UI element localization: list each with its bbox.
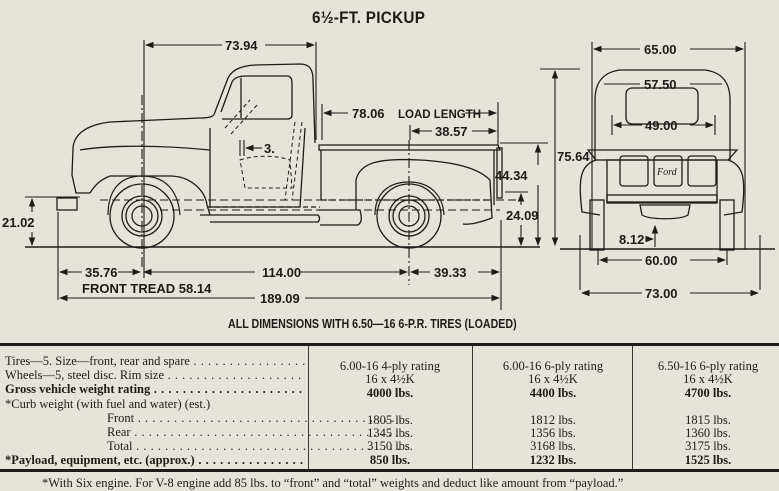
spec-column-1: 6.00-16 4-ply rating 16 x 4½K 4000 lbs. … <box>310 359 470 467</box>
column-divider <box>632 346 633 469</box>
cell-rear: 1345 lbs. <box>367 426 413 441</box>
dim-bed-inner-width: 49.00 <box>645 118 678 133</box>
cell-rear: 1356 lbs. <box>530 426 576 441</box>
table-top-rule <box>0 343 779 346</box>
cell-gvw: 4700 lbs. <box>684 385 732 400</box>
cell-rear: 1360 lbs. <box>685 426 731 441</box>
column-divider <box>308 346 309 469</box>
load-length-label: LOAD LENGTH <box>398 109 481 121</box>
spec-column-3: 6.50-16 6-ply rating 16 x 4½K 4700 lbs. … <box>633 359 779 467</box>
dim-cab-width: 57.50 <box>644 77 677 92</box>
cell-total: 3175 lbs. <box>685 439 731 454</box>
row-label-front: Front <box>5 411 407 425</box>
cell-total: 3150 lbs. <box>367 439 413 454</box>
dim-tailgate-height: 24.09 <box>506 208 539 223</box>
dim-front-tread: FRONT TREAD 58.14 <box>82 281 212 296</box>
cell-rim: 16 x 4½K <box>365 372 415 387</box>
cell-tires: 6.50-16 6-ply rating <box>657 359 759 373</box>
cell-front: 1812 lbs. <box>530 412 576 427</box>
dim-rear-tread: 60.00 <box>645 253 678 268</box>
row-label-tires: Tires—5. Size—front, rear and spare <box>5 354 305 368</box>
dim-overall-rear-width: 73.00 <box>645 286 678 301</box>
cell-front: 1815 lbs. <box>685 412 731 427</box>
row-label-curb-weight: *Curb weight (with fuel and water) (est.… <box>5 396 211 411</box>
cell-total: 3168 lbs. <box>530 439 576 454</box>
dim-wheelbase: 114.00 <box>262 265 301 280</box>
cell-payload: 1232 lbs. <box>529 452 577 467</box>
dim-rear-wheel-to-tailgate: 38.57 <box>435 124 468 139</box>
row-label-wheels: Wheels—5, steel disc. Rim size <box>5 368 305 382</box>
table-bottom-rule <box>0 469 779 472</box>
row-label-rear: Rear <box>5 425 407 439</box>
page-title: 6½-FT. PICKUP <box>312 8 426 27</box>
cell-gvw: 4000 lbs. <box>366 385 414 400</box>
row-label-payload: *Payload, equipment, etc. (approx.) <box>5 453 305 467</box>
dim-front-bumper-height: 21.02 <box>2 215 35 230</box>
rear-view-truck <box>579 69 745 251</box>
dim-overall-width: 65.00 <box>644 42 677 57</box>
side-view-truck <box>25 63 540 249</box>
dim-bed-height: 44.34 <box>495 168 528 183</box>
cell-payload: 850 lbs. <box>369 452 411 467</box>
cell-payload: 1525 lbs. <box>684 452 732 467</box>
dim-ground-clearance: 8.12 <box>619 232 644 247</box>
cell-rim: 16 x 4½K <box>528 372 578 387</box>
dim-overall-length: 189.09 <box>260 291 300 306</box>
cell-front: 1805 lbs. <box>367 412 413 427</box>
truck-dimension-drawing: 73.94 78.06 LOAD LENGTH 38.57 3. 21.02 2… <box>2 38 775 310</box>
column-divider <box>472 346 473 469</box>
row-label-gvw: Gross vehicle weight rating <box>5 382 305 396</box>
dim-rear-overhang: 39.33 <box>434 265 467 280</box>
cell-rim: 16 x 4½K <box>683 372 733 387</box>
footnote: *With Six engine. For V-8 engine add 85 … <box>42 476 624 490</box>
spec-column-2: 6.00-16 6-ply rating 16 x 4½K 4400 lbs. … <box>473 359 633 467</box>
dim-seat-adjust: 3. <box>264 141 275 156</box>
spec-row-labels: Tires—5. Size—front, rear and spare Whee… <box>5 354 407 468</box>
ford-badge: Ford <box>656 167 678 178</box>
dimensions-caption: ALL DIMENSIONS WITH 6.50—16 6-P.R. TIRES… <box>228 316 517 331</box>
dim-front-overhang: 35.76 <box>85 265 118 280</box>
dim-overall-height: 75.64 <box>557 149 590 164</box>
cell-tires: 6.00-16 4-ply rating <box>339 359 441 373</box>
cell-gvw: 4400 lbs. <box>529 385 577 400</box>
cell-tires: 6.00-16 6-ply rating <box>502 359 604 373</box>
dim-load-length: 78.06 <box>352 106 385 121</box>
dim-cab-length: 73.94 <box>225 38 258 53</box>
row-label-total: Total <box>5 439 407 453</box>
